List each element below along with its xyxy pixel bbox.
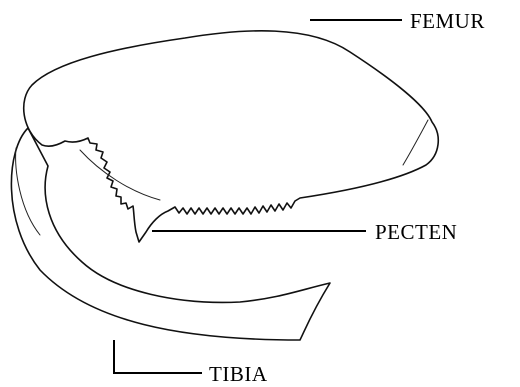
femur-label: FEMUR <box>410 9 485 33</box>
tibia-leader-line <box>114 340 202 373</box>
femur-segment <box>24 31 439 242</box>
tibia-label: TIBIA <box>209 362 268 386</box>
femur-outline <box>24 31 439 242</box>
pecten-label: PECTEN <box>375 220 457 244</box>
